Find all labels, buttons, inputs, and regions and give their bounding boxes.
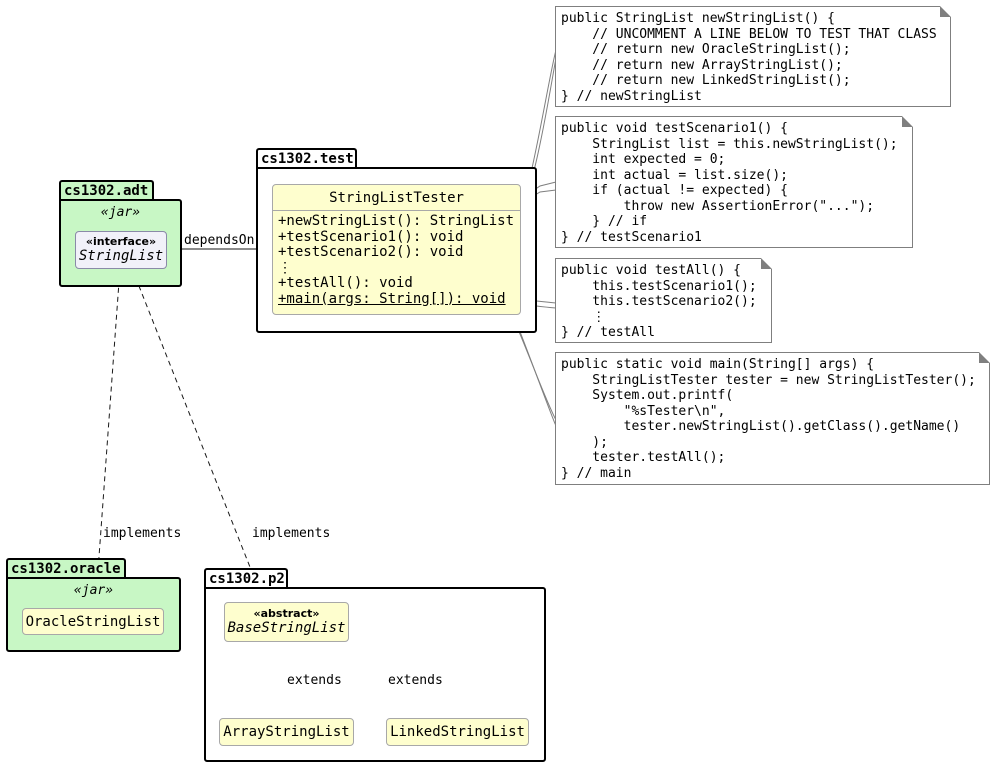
package-test-tab: cs1302.test [256,148,357,169]
implements-p2-arrow [129,268,264,601]
arraystringlist-class[interactable]: ArrayStringList [219,718,354,746]
member-testScenario1: +testScenario1(): void [278,228,464,245]
stringlist-interface[interactable]: «interface» StringList [75,231,167,269]
stringlisttester-class[interactable]: StringListTester +newStringList(): Strin… [272,184,521,315]
linkedstringlist-name: LinkedStringList [390,724,525,740]
stringlist-stereotype: «interface» [85,235,157,248]
stringlist-name: StringList [78,248,164,264]
arraystringlist-name: ArrayStringList [223,724,350,740]
basestringlist-stereotype: «abstract» [253,607,320,620]
package-oracle-stereotype: «jar» [73,583,114,598]
package-test-name: cs1302.test [261,151,354,167]
extends-array-label: extends [287,673,342,688]
member-testAll: +testAll(): void [278,275,413,291]
package-oracle-name: cs1302.oracle [11,561,121,577]
implements-oracle-label: implements [103,526,182,541]
note-fold-3 [761,258,772,269]
basestringlist-class[interactable]: «abstract» BaseStringList [224,602,349,642]
package-adt-stereotype: «jar» [100,205,141,220]
implements-p2-label: implements [252,526,331,541]
package-p2-name: cs1302.p2 [209,571,285,587]
member-main: +main(args: String[]): void [278,290,506,307]
basestringlist-name: BaseStringList [227,620,346,636]
note-fold-4 [979,352,990,363]
member-newStringList: +newStringList(): StringList [278,213,515,229]
oraclestringlist-name: OracleStringList [25,614,161,630]
extends-linked-label: extends [388,673,443,688]
note-fold-2 [902,116,913,127]
oraclestringlist-class[interactable]: OracleStringList [22,608,164,635]
stringlisttester-name: StringListTester [329,190,464,206]
package-adt-name: cs1302.adt [64,183,149,199]
note-newStringList: public StringList newStringList() { // U… [555,6,951,107]
package-adt-tab: cs1302.adt [59,180,154,201]
stringlisttester-members: +newStringList(): StringList +testScenar… [273,210,520,307]
member-ellipsis: ⋮ [278,259,292,276]
note-testAll: public void testAll() { this.testScenari… [555,258,772,343]
linkedstringlist-class[interactable]: LinkedStringList [386,718,529,746]
package-p2-tab: cs1302.p2 [204,568,288,589]
note-testScenario1: public void testScenario1() { StringList… [555,116,913,248]
note-fold-1 [940,6,951,17]
implements-oracle-arrow [95,268,127,599]
depends-label: dependsOn [184,233,255,248]
package-oracle-tab: cs1302.oracle [6,558,126,579]
member-testScenario2: +testScenario2(): void [278,244,464,260]
note-main: public static void main(String[] args) {… [555,352,990,485]
